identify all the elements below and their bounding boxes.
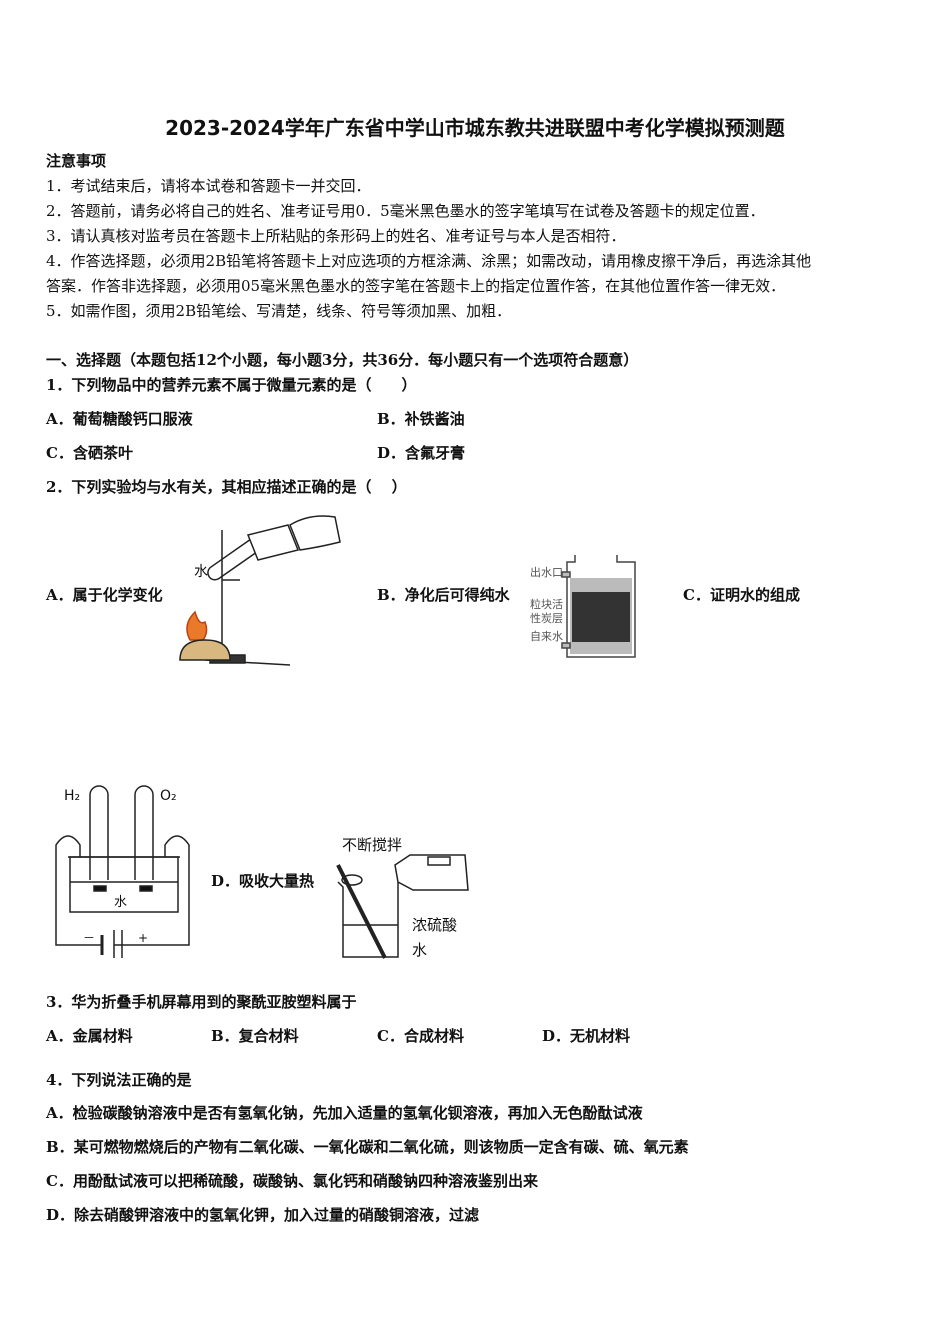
q3-option-c: C．合成材料 — [377, 1027, 464, 1045]
water-label: 水 — [412, 941, 427, 959]
carbon-label-2: 性炭层 — [530, 611, 563, 625]
negative-terminal: － — [83, 931, 95, 945]
section-heading: 一、选择题（本题包括12个小题，每小题3分，共36分．每小题只有一个选项符合题意… — [46, 351, 639, 369]
q1-option-a: A．葡萄糖酸钙口服液 — [46, 410, 193, 428]
o2-label: O₂ — [160, 788, 177, 804]
q3-option-d: D．无机材料 — [542, 1027, 631, 1045]
figure-electrolysis: H₂ O₂ 水 － + — [55, 785, 190, 958]
q4-option-b: B．某可燃物燃烧后的产物有二氧化碳、一氧化碳和二氧化硫，则该物质一定含有碳、硫、… — [46, 1138, 689, 1156]
q2-option-c: C．证明水的组成 — [683, 586, 800, 604]
carbon-label-1: 粒块活 — [530, 597, 563, 611]
question-4-stem: 4．下列说法正确的是 — [46, 1071, 192, 1089]
notice-item: 4．作答选择题，必须用2B铅笔将答题卡上对应选项的方框涂满、涂黑；如需改动，请用… — [46, 252, 812, 270]
notice-item: 1．考试结束后，请将本试卷和答题卡一并交回． — [46, 177, 371, 195]
figure-water-purifier: 出水口 粒块活 性炭层 自来水 — [530, 555, 636, 658]
question-3-stem: 3．华为折叠手机屏幕用到的聚酰亚胺塑料属于 — [46, 993, 357, 1011]
h2-label: H₂ — [64, 788, 80, 804]
q3-option-a: A．金属材料 — [46, 1027, 133, 1045]
q3-option-b: B．复合材料 — [211, 1027, 299, 1045]
q2-option-a: A．属于化学变化 — [46, 586, 163, 604]
water-label: 水 — [114, 895, 127, 910]
q4-option-c: C．用酚酞试液可以把稀硫酸，碳酸钠、氯化钙和硝酸钠四种溶液鉴别出来 — [46, 1172, 538, 1190]
figure-dilution: 不断搅拌 浓硫酸 水 — [336, 836, 469, 959]
outlet-label: 出水口 — [530, 565, 563, 579]
q4-option-a: A．检验碳酸钠溶液中是否有氢氧化钠，先加入适量的氢氧化钡溶液，再加入无色酚酞试液 — [46, 1104, 643, 1122]
figure-heating-test-tube: 水 — [179, 515, 341, 666]
q4-option-d: D．除去硝酸钾溶液中的氢氧化钾，加入过量的硝酸铜溶液，过滤 — [46, 1206, 480, 1224]
question-1-stem: 1．下列物品中的营养元素不属于微量元素的是（ ） — [46, 376, 417, 394]
acid-label: 浓硫酸 — [412, 916, 457, 934]
q1-option-d: D．含氟牙膏 — [377, 444, 466, 462]
water-label: 水 — [194, 564, 208, 580]
stir-label: 不断搅拌 — [342, 836, 402, 854]
notice-item: 5．如需作图，须用2B铅笔绘、写清楚，线条、符号等须加黑、加粗． — [46, 302, 512, 320]
notice-item: 2．答题前，请务必将自己的姓名、准考证号用0．5毫米黑色墨水的签字笔填写在试卷及… — [46, 202, 765, 220]
inlet-label: 自来水 — [530, 630, 563, 643]
positive-terminal: + — [138, 931, 148, 945]
page-title: 2023-2024学年广东省中学山市城东教共进联盟中考化学模拟预测题 — [165, 116, 785, 140]
notice-heading: 注意事项 — [46, 152, 107, 170]
q1-option-c: C．含硒茶叶 — [46, 444, 133, 462]
q2-option-d: D．吸收大量热 — [211, 872, 315, 890]
question-2-stem: 2．下列实验均与水有关，其相应描述正确的是（ ） — [46, 478, 407, 496]
notice-item: 3．请认真核对监考员在答题卡上所粘贴的条形码上的姓名、准考证号与本人是否相符． — [46, 227, 626, 245]
q2-option-b: B．净化后可得纯水 — [377, 586, 510, 604]
q1-option-b: B．补铁酱油 — [377, 410, 465, 428]
notice-item: 答案．作答非选择题，必须用05毫米黑色墨水的签字笔在答题卡上的指定位置作答，在其… — [46, 277, 786, 295]
